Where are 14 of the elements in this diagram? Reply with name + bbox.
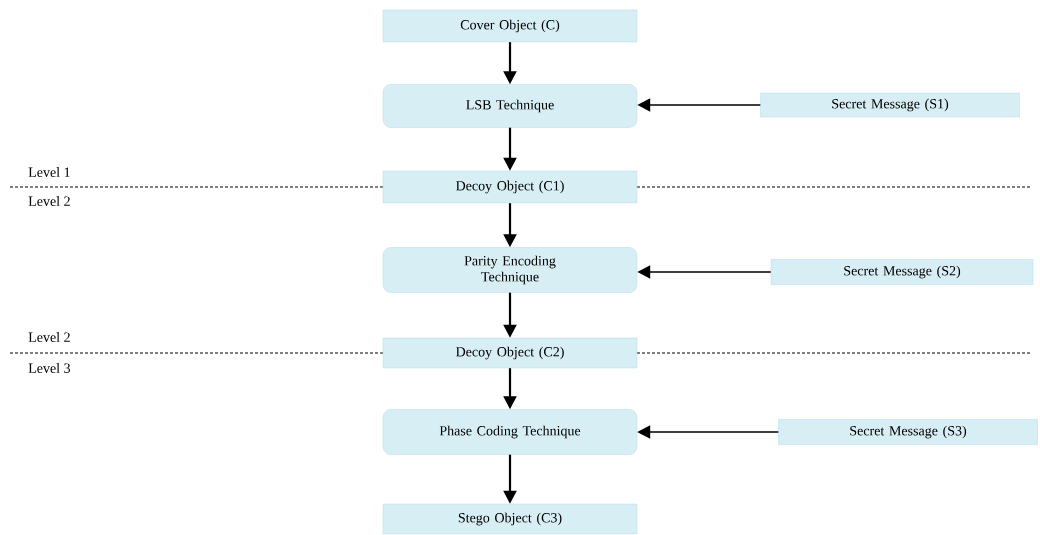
level-label: Level 1 — [28, 167, 70, 177]
message-box: Secret Message (S2) — [770, 259, 1034, 285]
object-box: Decoy Object (C1) — [382, 170, 638, 204]
level-label: Level 2 — [28, 196, 70, 206]
message-box: Secret Message (S3) — [778, 419, 1038, 445]
technique-box: Phase Coding Technique — [382, 409, 638, 455]
technique-box: LSB Technique — [382, 84, 638, 128]
message-box: Secret Message (S1) — [760, 92, 1020, 118]
technique-box: Parity Encoding Technique — [382, 247, 638, 293]
level-label: Level 2 — [28, 332, 70, 342]
level-label: Level 3 — [28, 363, 71, 373]
object-box: Cover Object (C) — [382, 9, 638, 43]
object-box: Decoy Object (C2) — [382, 337, 638, 369]
object-box: Stego Object (C3) — [382, 503, 638, 535]
